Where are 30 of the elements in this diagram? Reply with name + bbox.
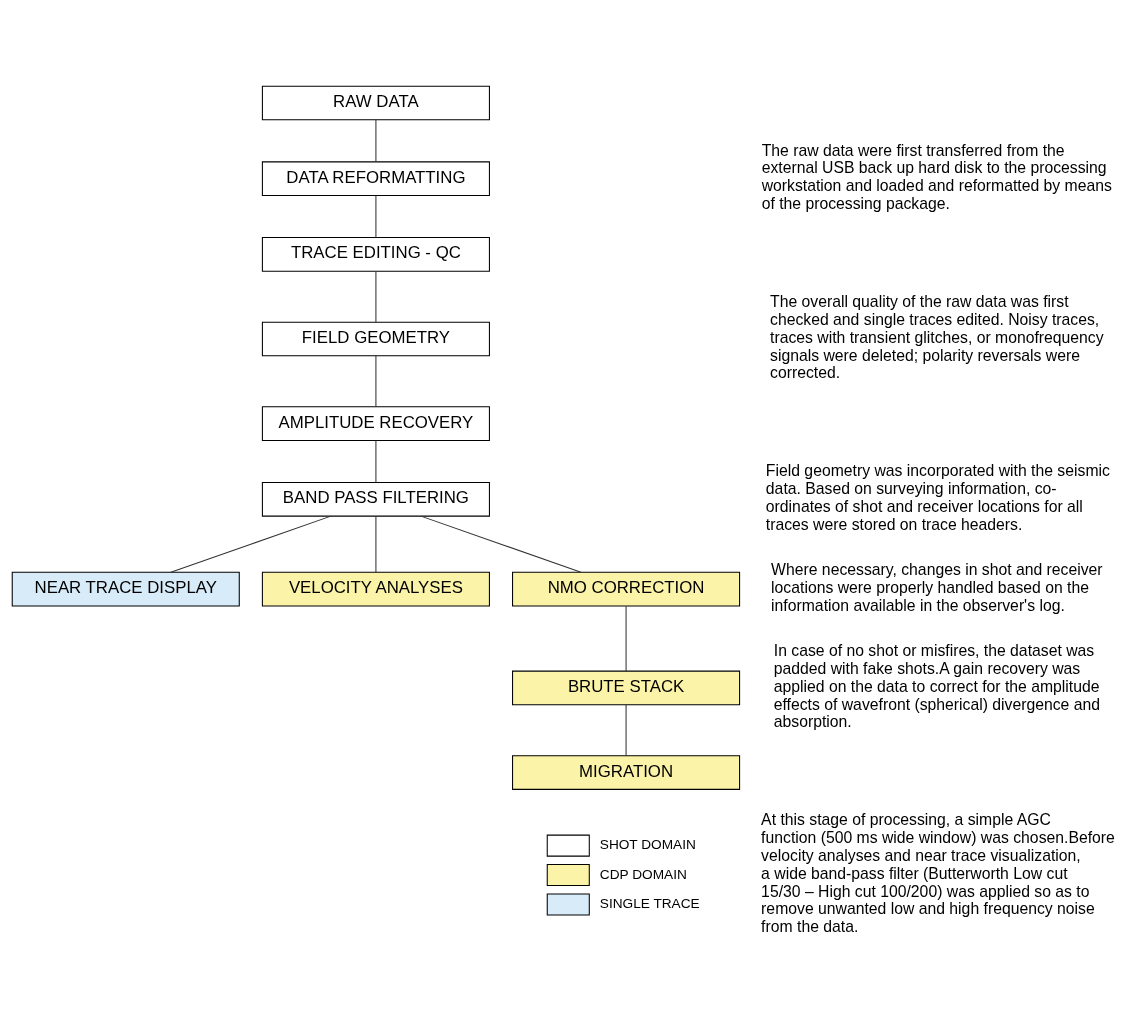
- connector: [375, 194, 377, 238]
- label: The raw data were first transferred from the external USB back up hard disk to the processing workstation and loaded and reformatted by means of the processing package.: [761, 141, 1112, 212]
- connector: [375, 270, 377, 323]
- node-box: BAND PASS FILTERING: [261, 481, 490, 517]
- node-box: TRACE EDITING - QC: [261, 236, 490, 272]
- label: At this stage of processing, a simple AGC function (500 ms wide window) was chosen.Before velocity analyses and near trace visualization, a wide band-pass filter (Butterworth Low cut 15/30 – High cut 100/200) was applied so as to remove unwanted low and high frequency noise from the data.: [761, 810, 1115, 935]
- label: In case of no shot or misfires, the dataset was padded with fake shots.A gain recovery was applied on the data to correct for the amplitude effects of wavefront (spherical) divergence and absorption.: [773, 641, 1101, 730]
- connector: [170, 515, 332, 573]
- label: The overall quality of the raw data was first checked and single traces edited. Noisy traces, traces with transient glitches, or monofrequency signals were deleted; polarity reversals were corrected.: [770, 292, 1104, 381]
- node-box: RAW DATA: [261, 85, 490, 120]
- connector: [420, 515, 582, 573]
- connector: [625, 703, 627, 756]
- legend-label: SINGLE TRACE: [599, 895, 700, 911]
- node-box: FIELD GEOMETRY: [261, 321, 490, 356]
- connector: [375, 119, 377, 162]
- connector: [375, 515, 377, 573]
- node-box: NMO CORRECTION: [512, 571, 741, 606]
- node-box: AMPLITUDE RECOVERY: [261, 405, 490, 441]
- legend-label: CDP DOMAIN: [599, 866, 687, 882]
- connector: [625, 605, 627, 671]
- node-box: DATA REFORMATTING: [261, 160, 490, 196]
- node-box: NEAR TRACE DISPLAY: [11, 571, 240, 606]
- node-box: VELOCITY ANALYSES: [261, 571, 490, 606]
- node-box: MIGRATION: [512, 754, 741, 790]
- node-box: BRUTE STACK: [512, 670, 741, 705]
- label: Field geometry was incorporated with the seismic data. Based on surveying information, co-ordinates of shot and receiver locations for all traces were stored on trace headers.: [765, 461, 1110, 533]
- label: Where necessary, changes in shot and receiver locations were properly handled based on the information available in the observer's log.: [771, 560, 1103, 614]
- connector: [375, 439, 377, 483]
- connector: [375, 354, 377, 407]
- legend-label: SHOT DOMAIN: [599, 836, 696, 852]
